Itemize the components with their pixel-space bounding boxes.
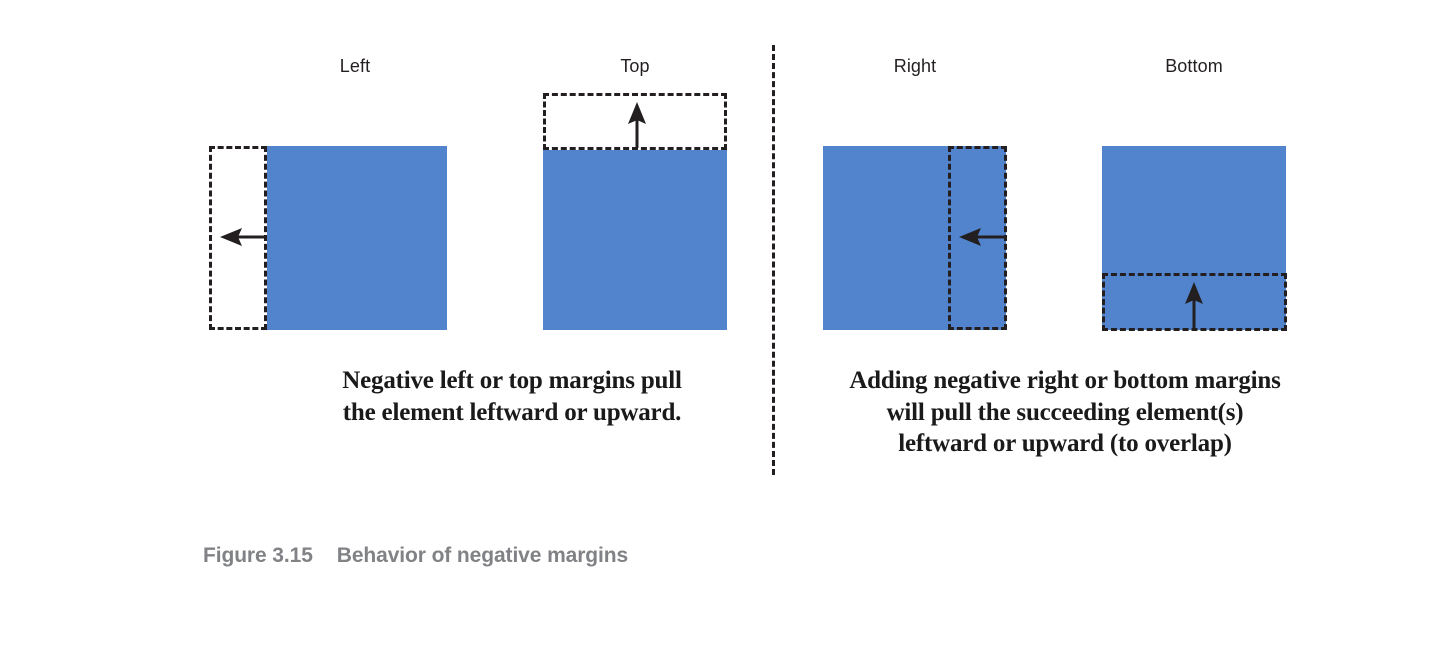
right-group-caption-line-1: Adding negative right or bottom margins xyxy=(849,367,1281,394)
top-panel-dashed-outline xyxy=(543,93,727,150)
right-group-caption: Adding negative right or bottom margins … xyxy=(785,365,1345,460)
vertical-dashed-divider xyxy=(772,45,775,475)
right-group-caption-line-3: leftward or upward (to overlap) xyxy=(898,430,1232,457)
figure-caption: Figure 3.15 Behavior of negative margins xyxy=(203,544,628,568)
panel-label-left: Left xyxy=(339,56,371,76)
bottom-panel-dashed-outline xyxy=(1102,273,1287,331)
top-panel-arrow-icon xyxy=(628,102,646,148)
bottom-panel-arrow-icon xyxy=(1185,282,1203,328)
panel-label-top: Top xyxy=(620,56,650,76)
left-panel-blue-box xyxy=(265,146,447,330)
left-group-caption-line-2: the element leftward or upward. xyxy=(342,398,682,426)
left-panel-arrow-icon xyxy=(220,228,267,246)
left-group-caption: Negative left or top margins pull the el… xyxy=(232,365,792,428)
right-group-caption-line-2: will pull the succeeding element(s) xyxy=(886,398,1244,426)
panel-label-right: Right xyxy=(893,56,937,76)
left-group-caption-line-1: Negative left or top margins pull xyxy=(342,367,682,394)
figure-number: Figure 3.15 xyxy=(203,544,313,567)
top-panel-blue-box xyxy=(543,148,727,330)
figure-title: Behavior of negative margins xyxy=(336,544,629,567)
right-panel-arrow-icon xyxy=(959,228,1006,246)
panel-label-bottom: Bottom xyxy=(1165,56,1223,76)
